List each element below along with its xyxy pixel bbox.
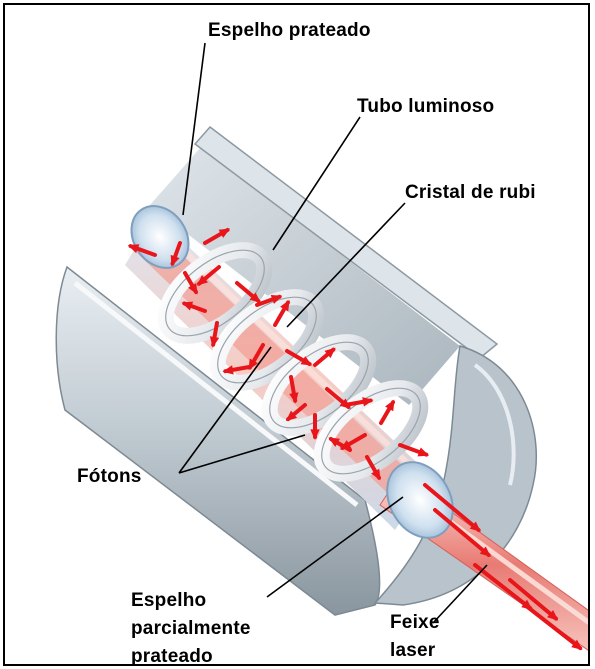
label-partial-mirror: Espelho parcialmente prateado <box>131 587 251 666</box>
label-silver-mirror: Espelho prateado <box>208 19 371 43</box>
label-laser-beam-line1: Feixe <box>390 609 440 637</box>
ruby-laser-diagram <box>5 5 590 666</box>
label-partial-mirror-line3: prateado <box>131 643 251 666</box>
label-partial-mirror-line1: Espelho <box>131 587 251 615</box>
label-flash-tube: Tubo luminoso <box>357 95 494 119</box>
photon-arrow-icon <box>381 400 395 423</box>
diagram-frame: Espelho prateado Tubo luminoso Cristal d… <box>3 3 590 666</box>
label-laser-beam-line2: laser <box>390 637 440 665</box>
label-ruby-crystal: Cristal de rubi <box>405 181 536 205</box>
label-partial-mirror-line2: parcialmente <box>131 615 251 643</box>
label-photons: Fótons <box>77 465 142 489</box>
label-laser-beam: Feixe laser <box>390 609 440 665</box>
